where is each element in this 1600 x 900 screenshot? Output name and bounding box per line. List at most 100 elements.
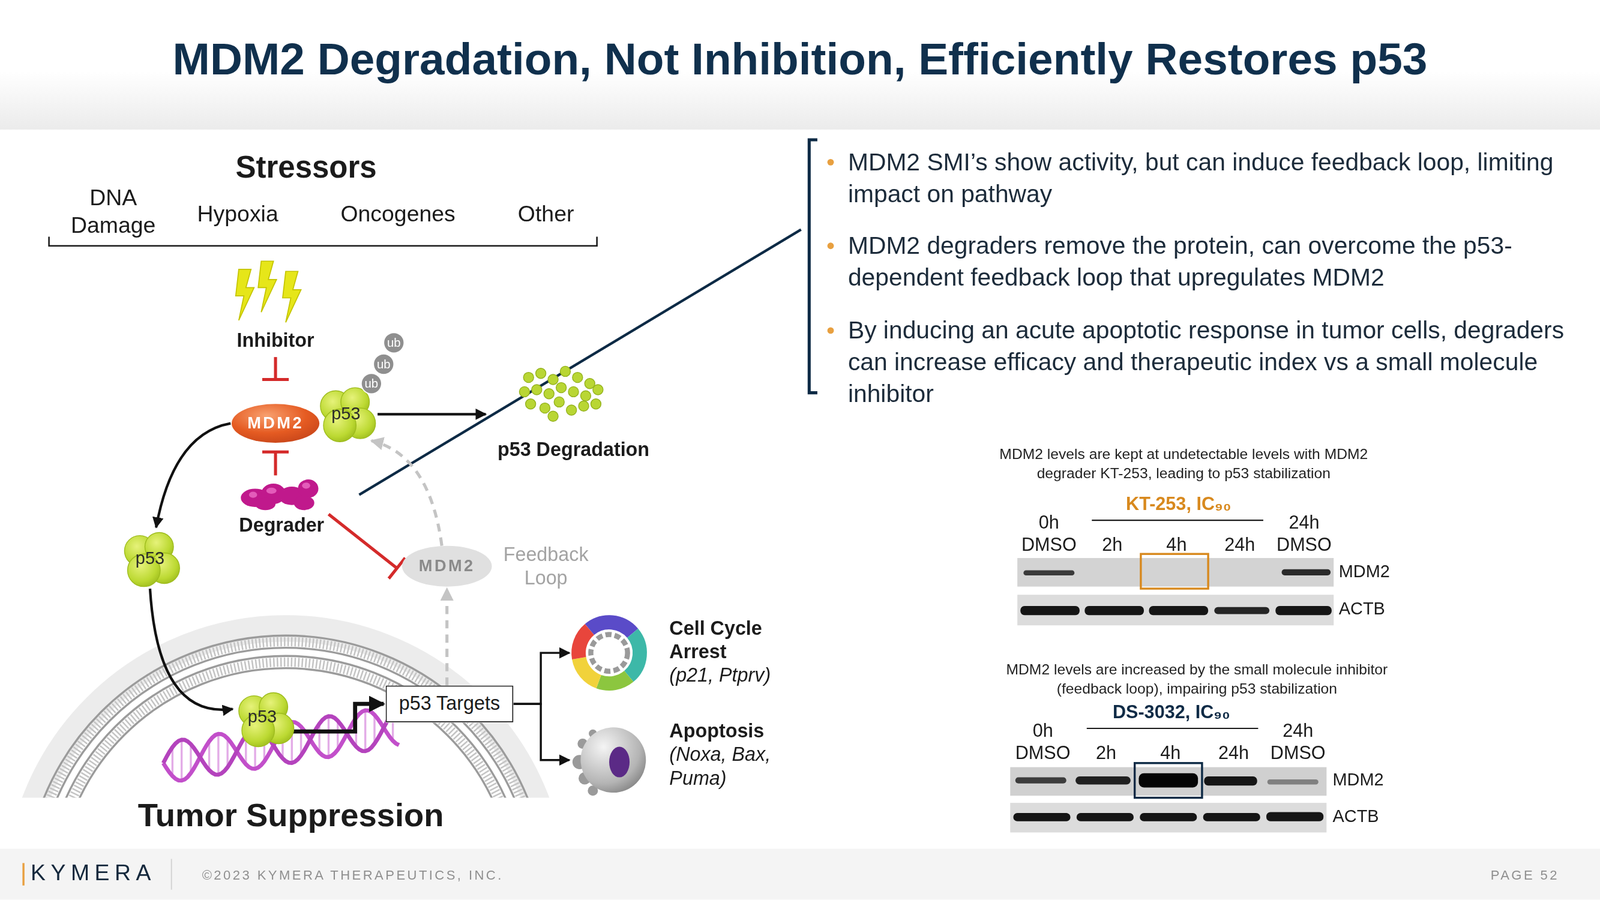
protein-name: p53 [331,403,361,425]
dna-rung [364,710,367,752]
blot-strip [1010,803,1327,833]
circle [373,354,394,375]
feedback-protein: MDM2Feedback Loop [400,541,595,592]
degrader-shape [234,475,329,512]
apoptosis-shape [570,721,648,804]
fragment-dot [539,403,550,414]
label-wrap: KYMERA [30,860,157,887]
p53-cluster: p53 [118,529,182,589]
label-wrap: MDM2 levels are increased by the small m… [977,660,1417,700]
fragment-dot [553,396,565,407]
dna-rung [180,739,183,781]
membrane-line [57,668,515,799]
blot-band [1013,813,1071,822]
text-column: Apoptosis(Noxa, Bax, Puma) [669,719,787,790]
blot-band [1075,776,1131,785]
treatment-label: KT-253, IC₉₀ [1125,493,1232,516]
label-wrap: Other [517,201,575,228]
cell-cycle-icon: Cell Cycle Arrest(p21, Ptprv) [570,614,790,692]
label-wrap: 0h DMSO [1013,719,1073,765]
bullet-dot [827,242,835,250]
bolt [258,261,277,313]
stressor-label: Hypoxia [197,201,279,228]
fragment-dot [543,388,554,400]
text-column: Cell Cycle Arrest(p21, Ptprv) [669,616,787,687]
fragment-dot [556,382,567,394]
nucleus-membrane [17,628,554,798]
ubiquitin-label: ub [376,357,391,372]
membrane-lipids [30,641,541,798]
label-wrap: PAGE 52 [1490,867,1560,883]
lightning-bolts [235,261,302,323]
label-wrap: MDM2 SMI’s show activity, but can induce… [848,145,1575,209]
stressor-label: DNA Damage [62,183,165,239]
fragment-dot [547,411,559,422]
protein-ellipse: MDM2 [230,403,321,445]
node-label: p53 Degradation [487,438,660,461]
label-wrap: 0h DMSO [1019,511,1080,557]
label-wrap: ACTB [1338,598,1386,620]
logo-mark [22,863,25,886]
dna-strand [163,710,400,781]
tbar-bar [262,378,289,382]
bolt [235,269,255,321]
node-heading: Apoptosis [669,719,787,743]
membrane-line [45,655,527,798]
p53-cluster: p53 [232,689,293,745]
connector-arrow [513,703,570,761]
blot-band [1203,813,1261,822]
lane-label: 4h [1160,741,1181,764]
label-wrap: DS-3032, IC₉₀ [1112,702,1231,724]
lane-label: 4h [1166,533,1187,556]
connector-arrow [156,423,231,528]
footer-band [0,849,1600,900]
blot-strip [1017,558,1334,587]
bullet-text: MDM2 degraders remove the protein, can o… [848,229,1575,293]
ubiquitin-label: ub [387,335,401,350]
label-wrap: Oncogenes [340,201,455,228]
fragment-dot [531,384,542,395]
stressor-label: Other [517,201,575,228]
label-wrap: By inducing an acute apoptotic response … [848,314,1575,410]
ubiquitin-circle: ub [373,354,394,375]
molecule-lobe [297,479,319,499]
blot-band [1023,570,1075,576]
lane-label: 24h [1224,533,1255,556]
blot-caption: MDM2 levels are increased by the small m… [977,660,1417,700]
company-logo: KYMERA [30,860,157,887]
group-underline [1086,727,1259,730]
stressor-bracket [49,236,598,246]
blot-band [1084,606,1144,616]
process-box: p53 Targets [385,685,514,723]
label-wrap: ACTB [1332,807,1380,828]
circle [361,373,382,394]
lane-label: 24h DMSO [1266,719,1330,765]
lane-label: 0h DMSO [1013,719,1073,765]
label-wrap: 4h [1160,741,1181,764]
blot-band [1281,569,1332,576]
label-wrap: ©2023 KYMERA THERAPEUTICS, INC. [202,867,504,883]
fragment-dot [547,374,559,385]
connector-arrow [328,514,397,569]
connector-arrow [513,652,570,704]
fragment-dot [566,405,577,416]
fragment-dot [559,366,571,377]
bullet-text: By inducing an acute apoptotic response … [848,314,1575,410]
lane-label: 2h [1095,741,1117,764]
bullet-text: MDM2 SMI’s show activity, but can induce… [848,145,1575,209]
label-wrap: 2h [1101,533,1123,556]
inhibitor-label: Inhibitor [236,329,314,352]
label-wrap: KT-253, IC₉₀ [1125,493,1232,516]
node-body: (p21, Ptprv) [669,663,787,687]
heading: Tumor Suppression [138,796,445,835]
cycle-segment [589,622,633,634]
group-underline [1091,519,1264,521]
label-wrap: Stressors [235,150,377,185]
ellipse [231,403,320,443]
fragment-dot [592,384,604,395]
membrane-line [24,635,548,798]
tbar-stem [274,357,278,380]
label-wrap: 2h [1095,741,1117,764]
